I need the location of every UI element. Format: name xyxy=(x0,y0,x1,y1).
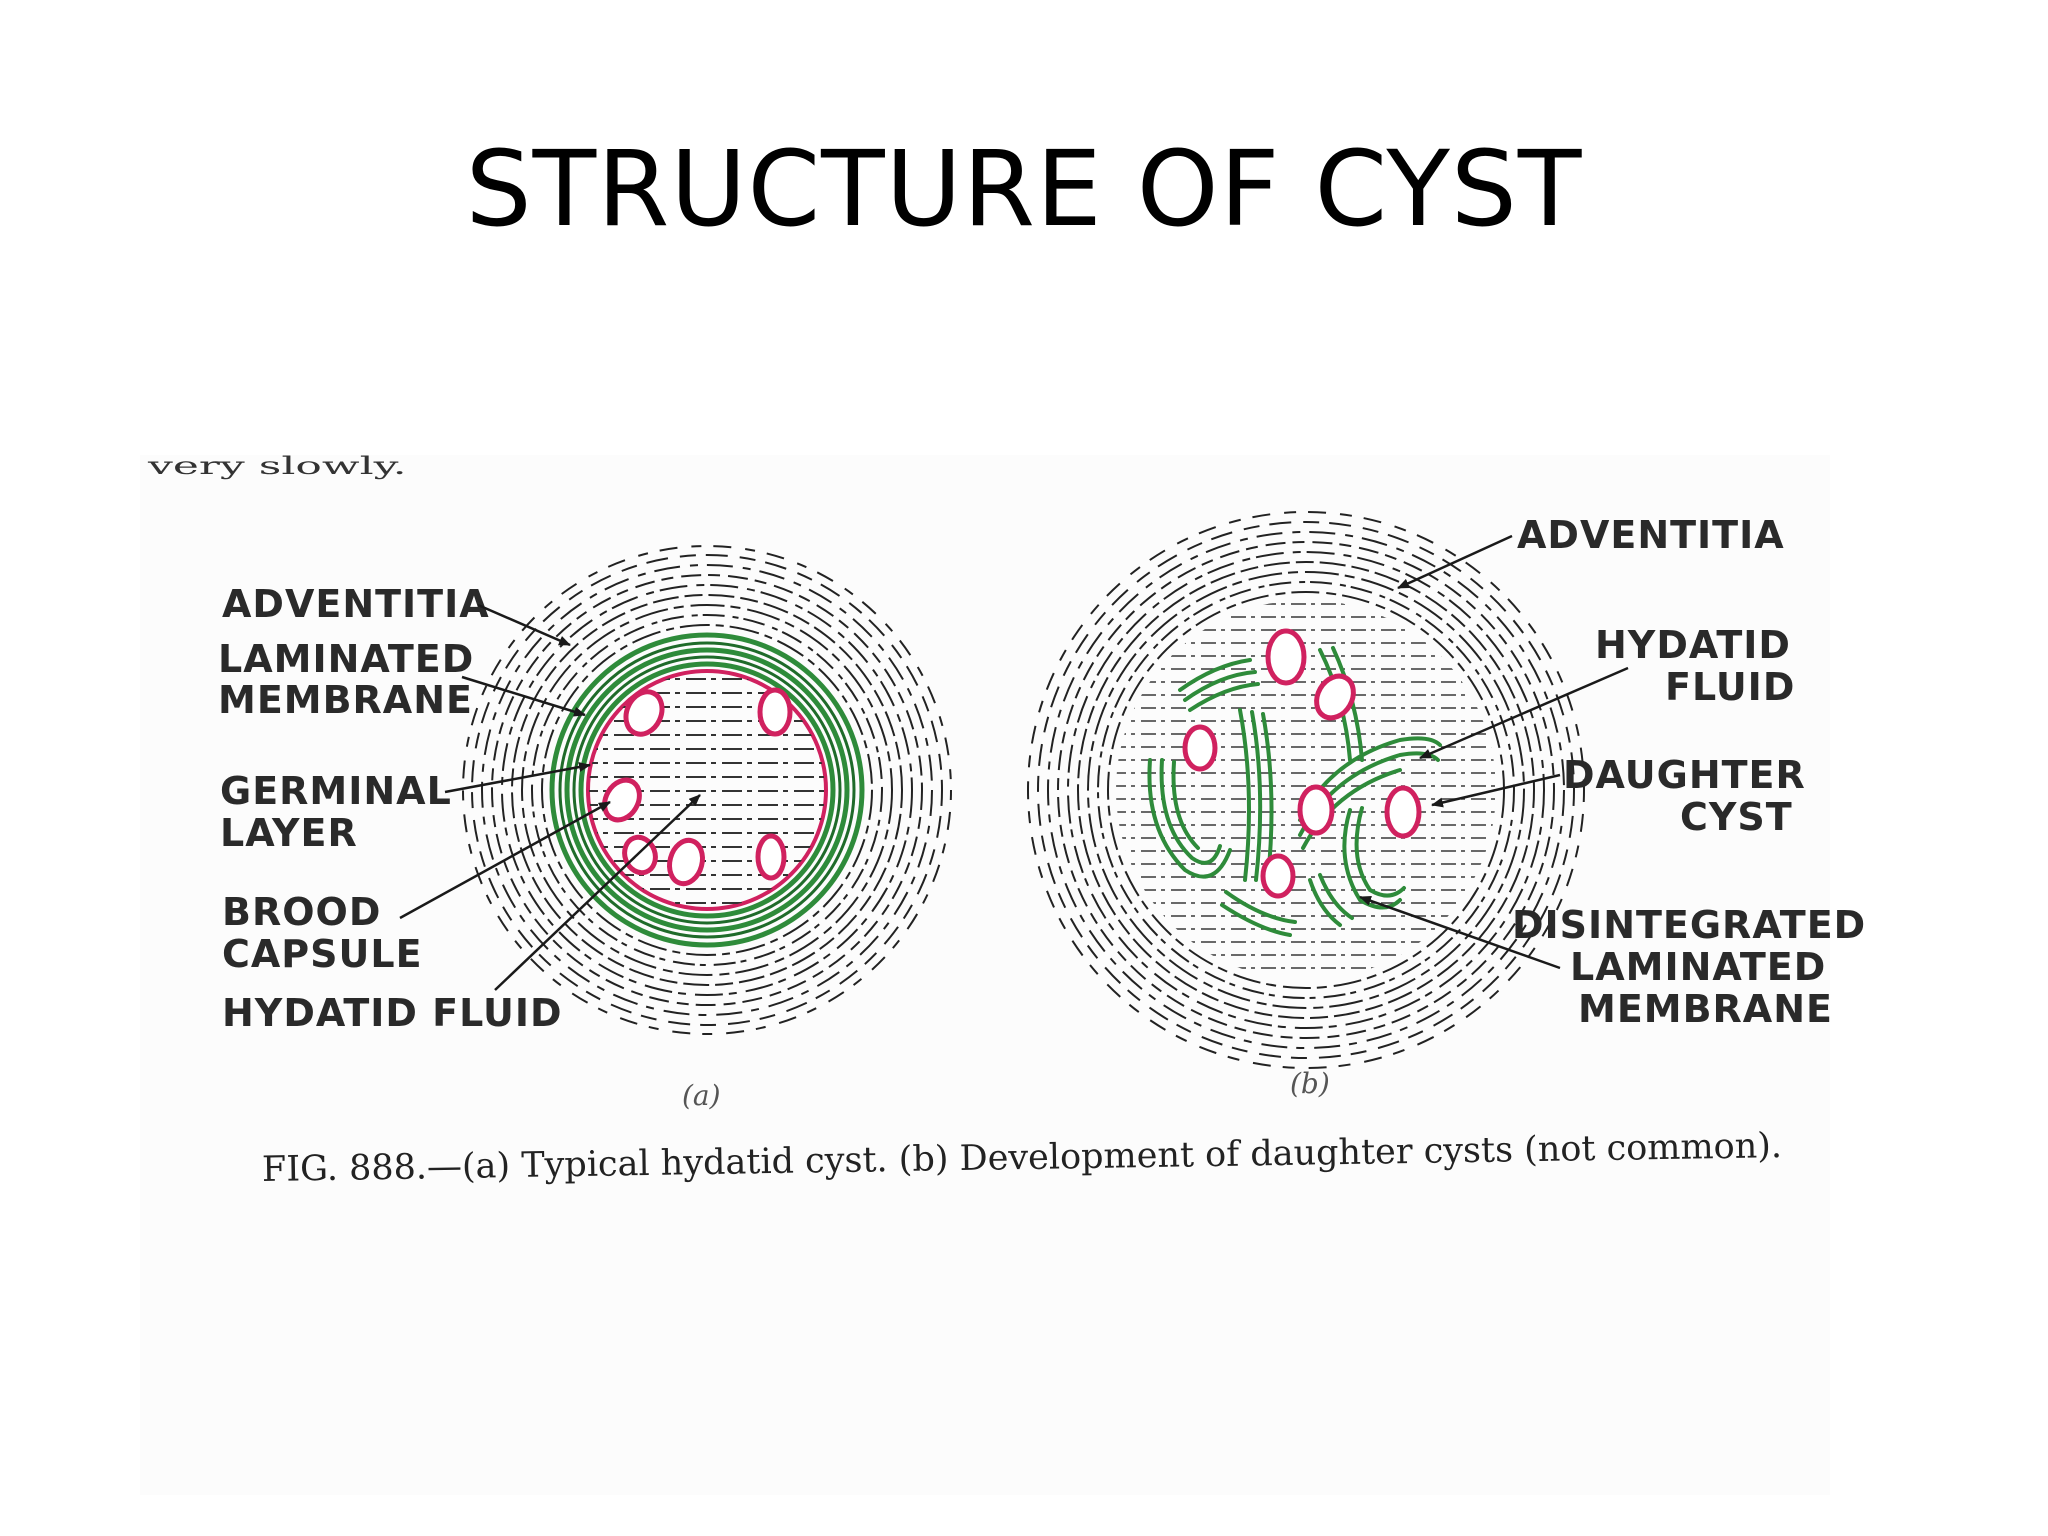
scanned-page xyxy=(140,455,1830,1495)
label-layer-a: LAYER xyxy=(220,811,358,855)
figure-b-cyst xyxy=(1027,511,1585,1069)
label-fluid-a: HYDATID FLUID xyxy=(222,991,563,1035)
label-membrane-b: MEMBRANE xyxy=(1578,987,1833,1031)
label-brood-a: BROOD xyxy=(222,890,381,934)
label-adventitia-b: ADVENTITIA xyxy=(1517,513,1785,557)
laminated-membrane-a xyxy=(549,632,865,948)
label-daughter-b: DAUGHTER xyxy=(1563,753,1806,797)
germinal-layer-a xyxy=(586,669,828,911)
figure-a-cyst xyxy=(462,545,952,1035)
label-laminated-b: LAMINATED xyxy=(1570,945,1826,989)
slide-title: STRUCTURE OF CYST xyxy=(465,128,1583,250)
sublabel-b: (b) xyxy=(1290,1067,1330,1100)
page-text-fragment: very slowly. xyxy=(148,452,407,481)
figure-b-labels: ADVENTITIA HYDATID FLUID DAUGHTER CYST D… xyxy=(1290,513,1866,1100)
daughter-cysts-b xyxy=(1182,628,1422,899)
figure-a-arrows xyxy=(399,603,701,991)
label-laminated-a: LAMINATED xyxy=(218,637,474,681)
label-adventitia-a: ADVENTITIA xyxy=(222,582,490,626)
adventitia-rings-a xyxy=(462,545,952,1035)
label-capsule-a: CAPSULE xyxy=(222,932,423,976)
figure-a-labels: ADVENTITIA LAMINATED MEMBRANE GERMINAL L… xyxy=(218,582,721,1112)
sublabel-a: (a) xyxy=(682,1079,721,1112)
label-fluid-b: FLUID xyxy=(1665,665,1795,709)
label-germinal-a: GERMINAL xyxy=(220,769,452,813)
brood-capsules-a xyxy=(602,687,793,887)
adventitia-rings-b xyxy=(1027,511,1585,1069)
figure-b-arrows xyxy=(1359,534,1629,970)
label-disintegrated-b: DISINTEGRATED xyxy=(1512,903,1866,947)
label-cyst-b: CYST xyxy=(1680,795,1793,839)
label-hydatid-b: HYDATID xyxy=(1595,623,1791,667)
label-membrane-a: MEMBRANE xyxy=(218,678,473,722)
